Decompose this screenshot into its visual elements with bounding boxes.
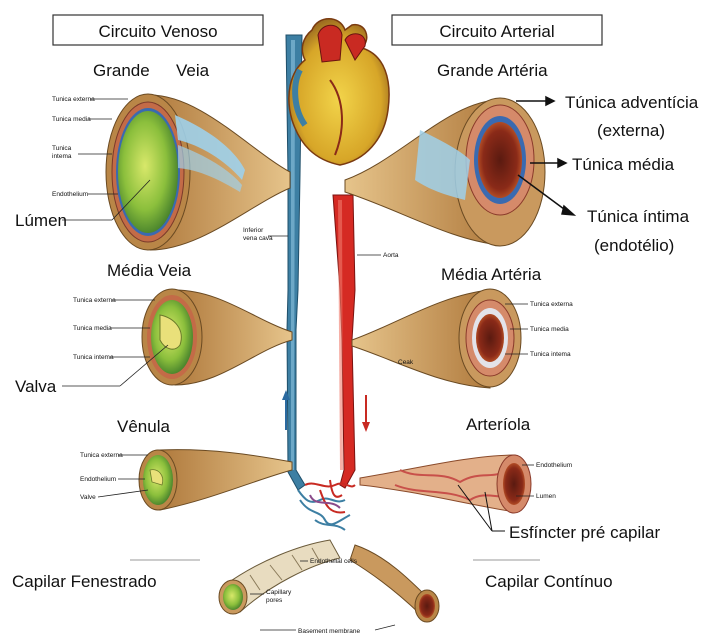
- vn-label-2: Valve: [80, 494, 96, 501]
- continuous-label: Capilar Contínuo: [485, 572, 613, 591]
- lv-label-3: intema: [52, 153, 72, 160]
- arterial-header: Circuito Arterial: [439, 22, 554, 41]
- venule: [139, 450, 292, 510]
- lv-label-2: Tunica: [52, 145, 72, 152]
- lv-label-1: Tunica media: [52, 116, 91, 123]
- aorta-label: Aorta: [383, 252, 399, 259]
- arteriole-title: Arteríola: [466, 415, 531, 434]
- medium-artery: [352, 289, 521, 388]
- pores-label-1: Capillary: [266, 589, 292, 596]
- pores-label-2: pores: [266, 597, 283, 604]
- vn-label-1: Endothelium: [80, 476, 116, 483]
- heart: [289, 19, 389, 165]
- externa-label: (externa): [597, 121, 665, 140]
- ceak-label: Ceak: [398, 359, 414, 366]
- lumen-label: Lúmen: [15, 211, 67, 230]
- lv-label-0: Tunica externa: [52, 96, 95, 103]
- fenestrated-label: Capilar Fenestrado: [12, 572, 157, 591]
- sphincter-label: Esfíncter pré capilar: [509, 523, 661, 542]
- ma-label-0: Tunica externa: [530, 301, 573, 308]
- mv-label-0: Tunica externa: [73, 297, 116, 304]
- endotelio-label: (endotélio): [594, 236, 674, 255]
- ar-label-0: Endothelium: [536, 462, 572, 469]
- endothelial-cells-label: Endothelial cells: [310, 558, 358, 565]
- medium-artery-title: Média Artéria: [441, 265, 542, 284]
- vn-label-0: Tunica externa: [80, 452, 123, 459]
- arteriole: [360, 455, 531, 513]
- continuous-capillary: [350, 545, 439, 622]
- large-vein-title-2: Veia: [176, 61, 210, 80]
- valve-label: Valva: [15, 377, 57, 396]
- ma-label-1: Tunica media: [530, 326, 569, 333]
- ivc-label-1: Inferior: [243, 227, 264, 234]
- large-vein-title-1: Grande: [93, 61, 150, 80]
- mv-label-1: Tunica media: [73, 325, 112, 332]
- venule-title: Vênula: [117, 417, 170, 436]
- arterial-flow-arrow: [362, 395, 370, 432]
- ar-label-1: Lumen: [536, 493, 556, 500]
- adventicia-label: Túnica adventícia: [565, 93, 699, 112]
- lv-label-4: Endothelium: [52, 191, 88, 198]
- large-artery-title: Grande Artéria: [437, 61, 548, 80]
- media-label: Túnica média: [572, 155, 675, 174]
- medium-vein-title: Média Veia: [107, 261, 192, 280]
- basement-label: Basement membrane: [298, 628, 361, 635]
- intima-label: Túnica íntima: [587, 207, 690, 226]
- venous-header: Circuito Venoso: [98, 22, 217, 41]
- capillary-network: [298, 480, 355, 530]
- mv-label-2: Tunica intema: [73, 354, 114, 361]
- medium-vein: [142, 289, 292, 385]
- ma-label-2: Tunica intema: [530, 351, 571, 358]
